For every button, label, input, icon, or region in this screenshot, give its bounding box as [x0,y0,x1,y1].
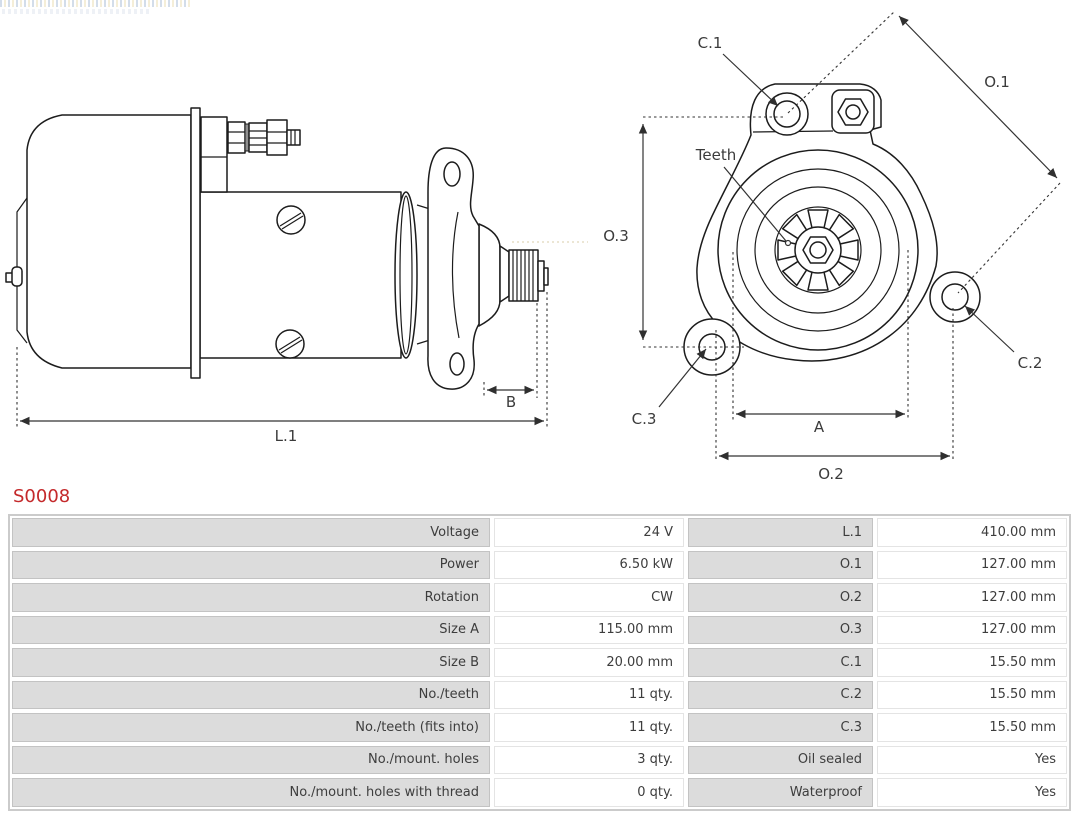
logo-watermark [0,0,192,7]
dim-label-l1: L.1 [275,427,298,445]
spec-value-cell: 11 qty. [494,713,684,742]
dim-label-c2: C.2 [1018,354,1043,372]
starter-side-view [5,107,588,390]
spec-label-cell: C.1 [688,648,873,677]
dimension-b: B [483,303,538,411]
starter-front-view [683,83,981,376]
spec-value-cell: 24 V [494,518,684,547]
part-number: S0008 [13,486,71,507]
housing-screw-top [276,205,306,235]
dimension-c1: C.1 [698,34,779,107]
spec-label-cell: O.2 [688,583,873,612]
dimension-l1: L.1 [16,292,548,445]
hex-bolt [837,98,869,126]
spec-label-cell: C.3 [688,713,873,742]
spec-value-cell: Yes [877,778,1067,807]
spec-label-cell: No./mount. holes with thread [12,778,490,807]
dimension-o2: O.2 [715,308,954,483]
spec-value-cell: 115.00 mm [494,615,684,644]
housing-screw-bottom [275,329,305,359]
dim-label-o1: O.1 [984,73,1010,91]
dimension-teeth: Teeth [695,146,792,247]
spec-label-cell: Power [12,550,490,579]
spec-label-cell: No./teeth (fits into) [12,713,490,742]
spec-label-cell: L.1 [688,518,873,547]
dim-label-c1: C.1 [698,34,723,52]
dim-label-o2: O.2 [818,465,844,483]
spec-value-cell: 0 qty. [494,778,684,807]
pinion-front [777,209,859,291]
spec-label-cell: No./mount. holes [12,745,490,774]
spec-value-cell: 127.00 mm [877,550,1067,579]
spec-label-cell: Rotation [12,583,490,612]
terminal-studs [227,119,301,156]
dim-label-teeth: Teeth [695,146,736,164]
dimension-a: A [732,250,909,436]
dimension-c3: C.3 [632,348,707,428]
dim-label-c3: C.3 [632,410,657,428]
spec-value-cell: 410.00 mm [877,518,1067,547]
spec-value-cell: 6.50 kW [494,550,684,579]
spec-label-cell: Waterproof [688,778,873,807]
spec-value-cell: 15.50 mm [877,713,1067,742]
spec-value-cell: 15.50 mm [877,648,1067,677]
spec-value-cell: Yes [877,745,1067,774]
logo-watermark-row2 [2,9,152,14]
dim-label-b: B [506,393,516,411]
spec-label-cell: O.1 [688,550,873,579]
dim-label-o3: O.3 [603,227,629,245]
pinion-gear [508,249,539,302]
spec-label-cell: O.3 [688,615,873,644]
spec-value-cell: 127.00 mm [877,583,1067,612]
spec-label-cell: C.2 [688,680,873,709]
dim-label-a: A [814,418,825,436]
spec-label-cell: Size B [12,648,490,677]
spec-label-cell: Oil sealed [688,745,873,774]
spec-value-cell: 127.00 mm [877,615,1067,644]
dimension-o1: O.1 [787,10,1061,294]
spec-value-cell: 3 qty. [494,745,684,774]
spec-label-cell: Size A [12,615,490,644]
spec-value-cell: 20.00 mm [494,648,684,677]
spec-value-cell: 11 qty. [494,680,684,709]
spec-label-cell: Voltage [12,518,490,547]
dimension-o3: O.3 [603,116,786,348]
spec-value-cell: 15.50 mm [877,680,1067,709]
technical-diagram: B L.1 [5,10,1061,483]
mount-hole-c2 [941,283,969,311]
dimension-c2: C.2 [964,305,1043,372]
spec-value-cell: CW [494,583,684,612]
spec-label-cell: No./teeth [12,680,490,709]
